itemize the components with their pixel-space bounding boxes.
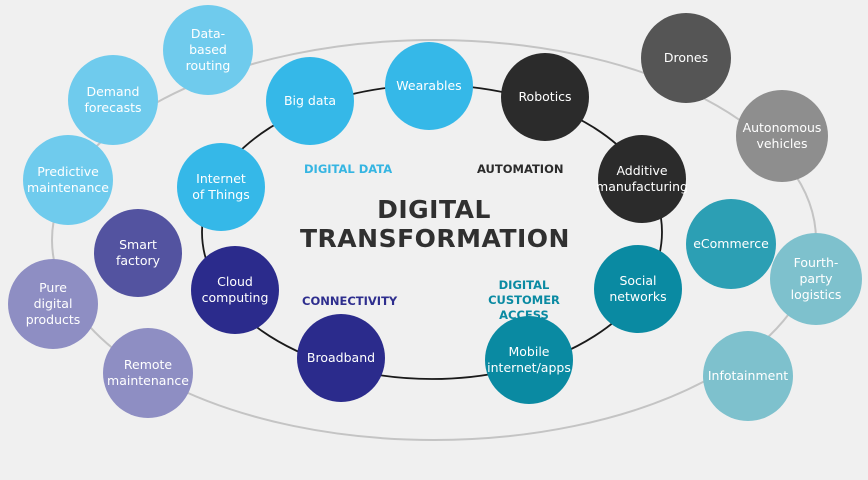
node-robotics: Robotics bbox=[501, 53, 589, 141]
node-demand-forecasts: Demand forecasts bbox=[68, 55, 158, 145]
node-fourth-party-logistics: Fourth- party logistics bbox=[770, 233, 862, 325]
node-internet-of-things: Internet of Things bbox=[177, 143, 265, 231]
category-digital-data: DIGITAL DATA bbox=[304, 162, 393, 176]
node-big-data: Big data bbox=[266, 57, 354, 145]
category-automation: AUTOMATION bbox=[477, 162, 564, 176]
node-predictive-maintenance: Predictive maintenance bbox=[23, 135, 113, 225]
node-cloud-computing: Cloud computing bbox=[191, 246, 279, 334]
node-drones: Drones bbox=[641, 13, 731, 103]
category-digital-customer-access: DIGITAL CUSTOMER ACCESS bbox=[488, 278, 560, 322]
node-additive-manufacturing: Additive manufacturing bbox=[596, 135, 688, 223]
node-mobile-internet-apps: Mobile internet/apps bbox=[485, 316, 573, 404]
node-wearables: Wearables bbox=[385, 42, 473, 130]
node-broadband: Broadband bbox=[297, 314, 385, 402]
node-autonomous-vehicles: Autonomous vehicles bbox=[736, 90, 828, 182]
category-connectivity: CONNECTIVITY bbox=[302, 294, 398, 308]
diagram-title: DIGITAL TRANSFORMATION bbox=[300, 195, 570, 253]
node-smart-factory: Smart factory bbox=[94, 209, 182, 297]
node-ecommerce: eCommerce bbox=[686, 199, 776, 289]
node-remote-maintenance: Remote maintenance bbox=[103, 328, 193, 418]
node-pure-digital-products: Pure digital products bbox=[8, 259, 98, 349]
node-infotainment: Infotainment bbox=[703, 331, 793, 421]
node-data-based-routing: Data- based routing bbox=[163, 5, 253, 95]
node-social-networks: Social networks bbox=[594, 245, 682, 333]
